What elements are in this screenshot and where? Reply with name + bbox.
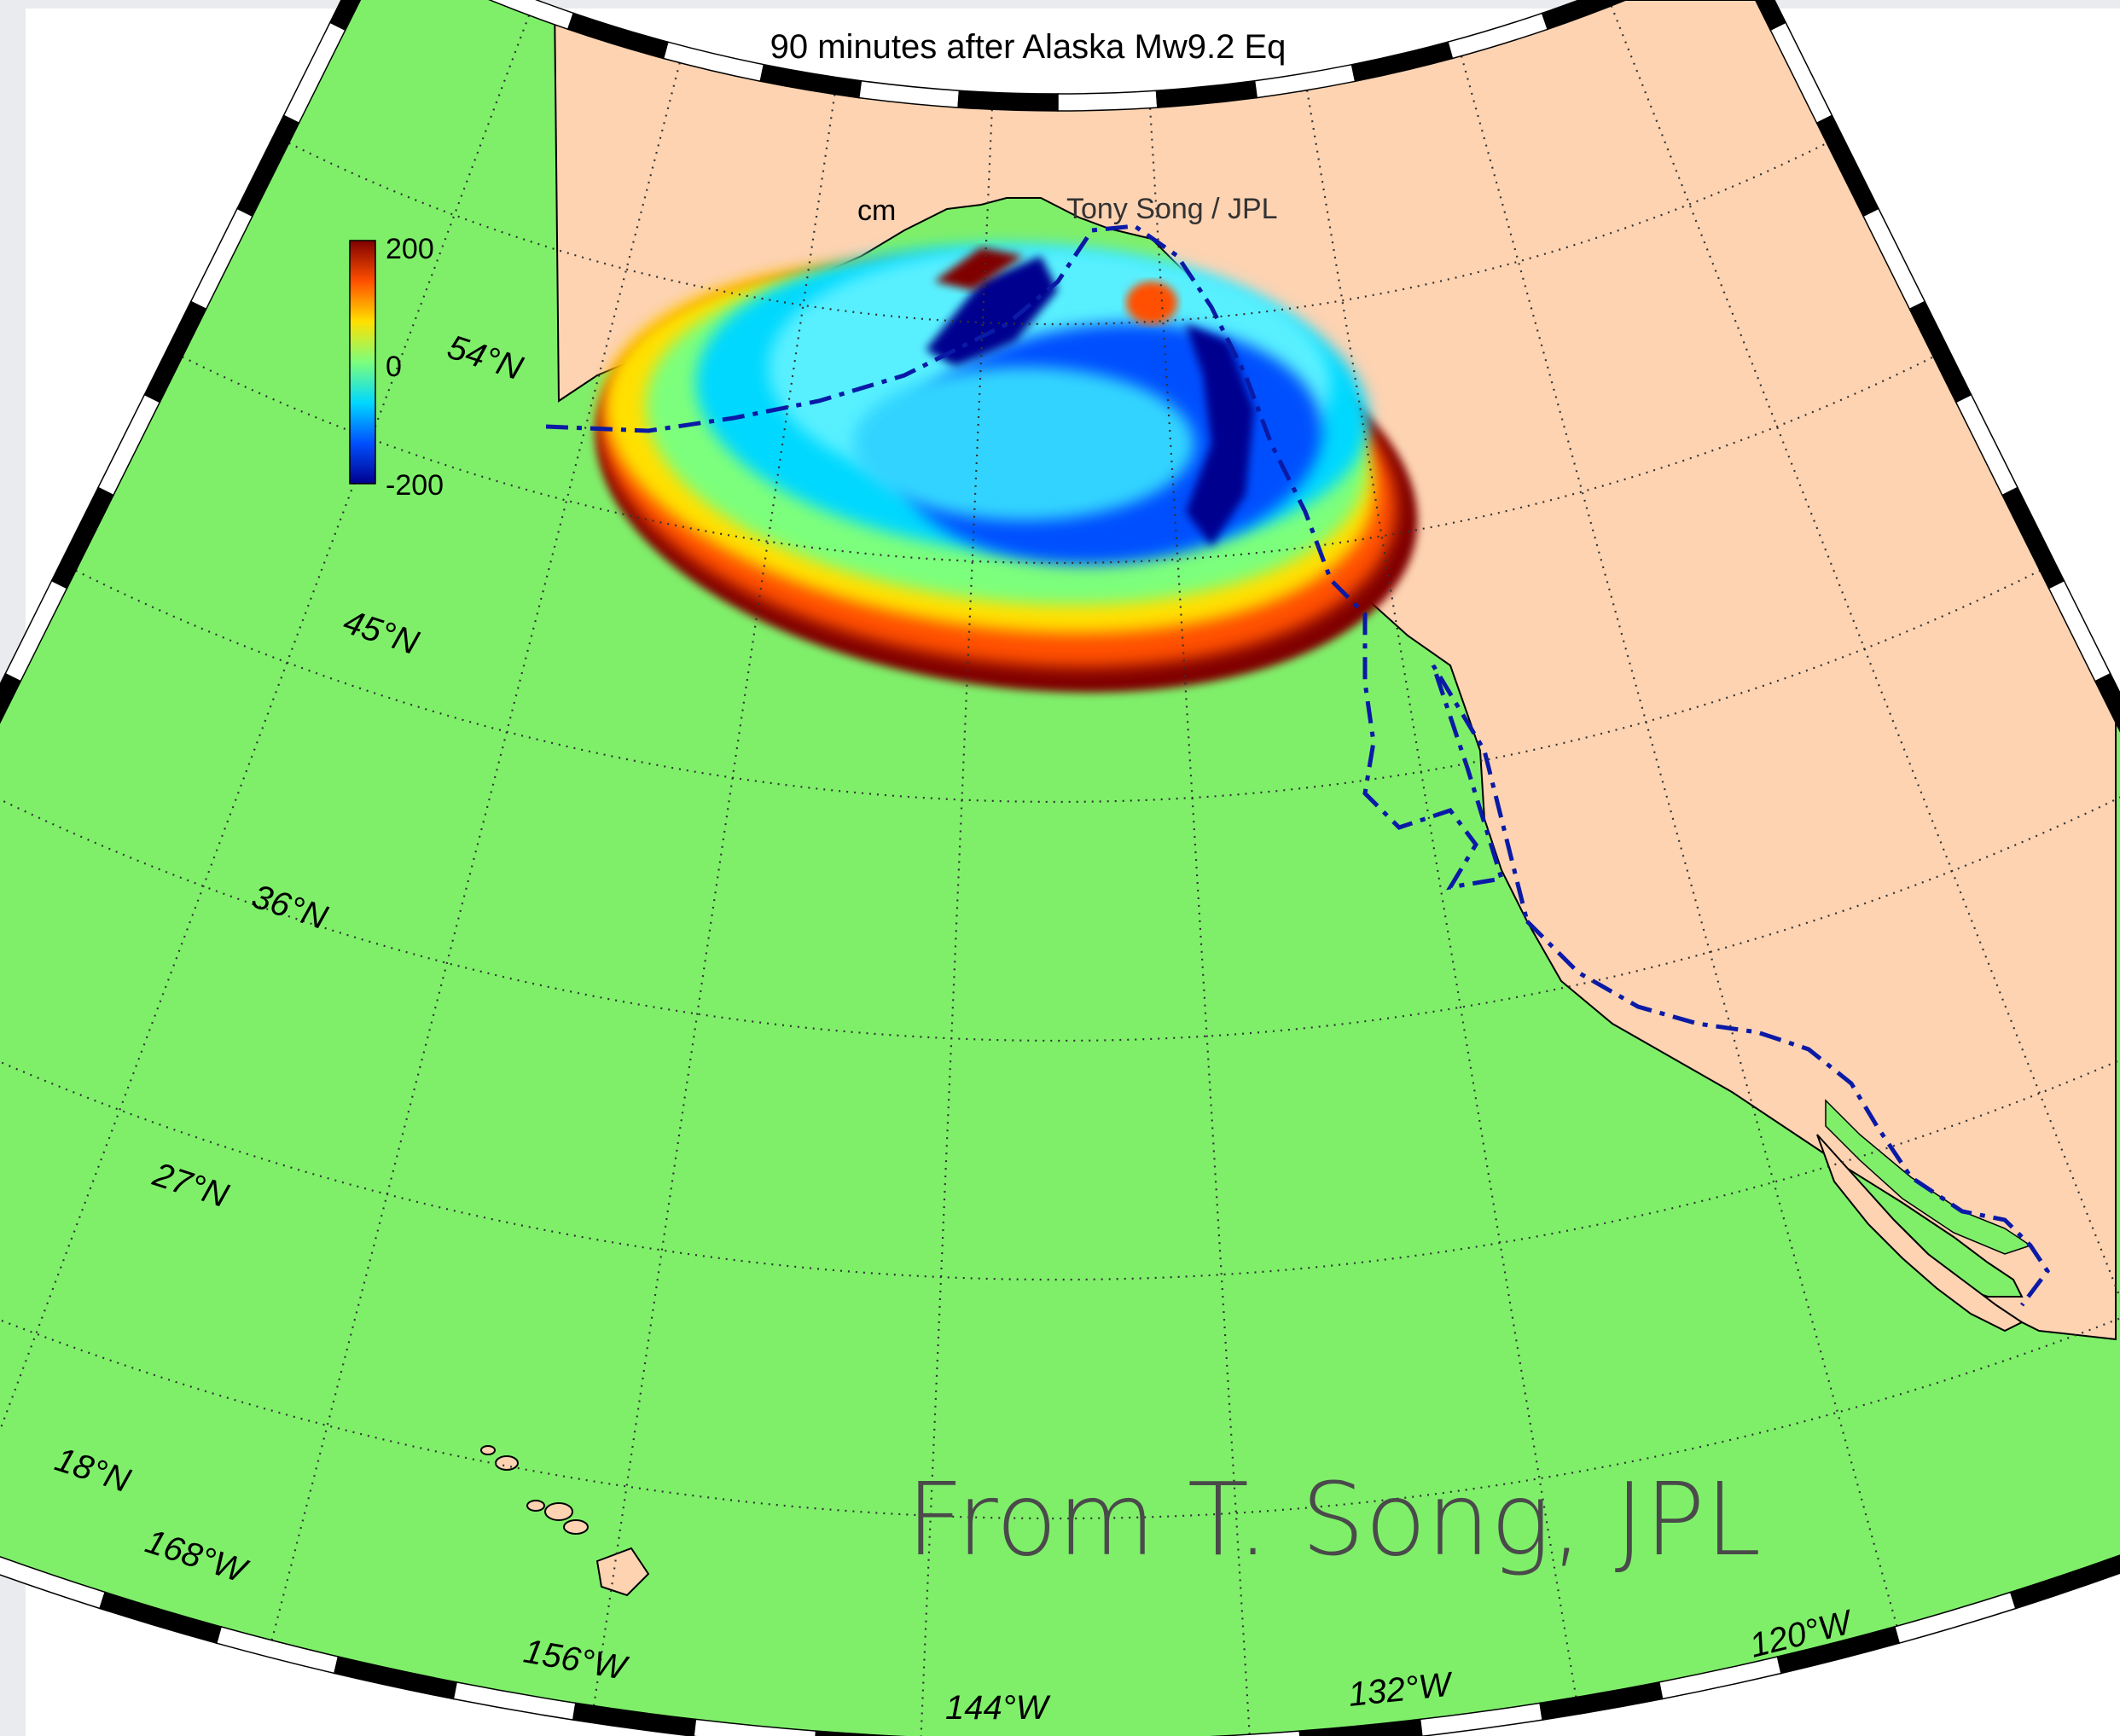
colorbar-mid-label: 0 — [386, 351, 402, 383]
longitude-gridline — [1460, 55, 1898, 1627]
hawaiian-islands — [480, 1445, 650, 1597]
border-segment — [2094, 672, 2120, 733]
longitude-gridline — [1149, 107, 1251, 1735]
latitude-gridline — [0, 783, 2120, 1042]
credit-top: Tony Song / JPL — [1066, 193, 1278, 225]
border-segment — [0, 672, 22, 724]
map-title: 90 minutes after Alaska Mw9.2 Eq — [770, 28, 1287, 66]
border-segment — [1541, 0, 1628, 31]
tsunami-wave-field — [595, 246, 1418, 693]
colorbar: 200 0 -200 — [349, 233, 444, 502]
colorbar-min-label: -200 — [386, 469, 444, 502]
longitude-gridline — [1306, 90, 1577, 1698]
baja-peninsula — [1816, 1134, 2024, 1332]
longitude-gridline — [1610, 5, 2120, 1523]
longitude-gridline — [920, 109, 993, 1736]
latitude-gridline — [182, 356, 1934, 565]
warning-contour-line — [545, 224, 1530, 922]
colorbar-unit: cm — [857, 195, 896, 227]
border-segment — [1057, 90, 1159, 112]
graticule — [0, 5, 2120, 1736]
latitude-gridline — [75, 569, 2041, 803]
border-segment — [2009, 1554, 2120, 1610]
longitude-gridline — [270, 62, 681, 1641]
border-segment — [1298, 1718, 1423, 1736]
longitude-gridline — [593, 94, 836, 1706]
border-segment — [1209, 1730, 1301, 1736]
lon-label-144w: 144°W — [945, 1689, 1051, 1727]
gulf-of-california — [1825, 1099, 2032, 1255]
border-segment — [572, 1702, 697, 1736]
colorbar-max-label: 200 — [386, 233, 434, 265]
warning-contour-line-south — [1525, 920, 2051, 1307]
longitude-gridline — [0, 15, 531, 1542]
colorbar-scale — [349, 240, 376, 485]
border-segment — [957, 90, 1059, 112]
border-segment — [815, 1730, 907, 1736]
source-watermark: From T. Song, JPL — [906, 1460, 1761, 1578]
border-segment — [693, 1718, 817, 1736]
